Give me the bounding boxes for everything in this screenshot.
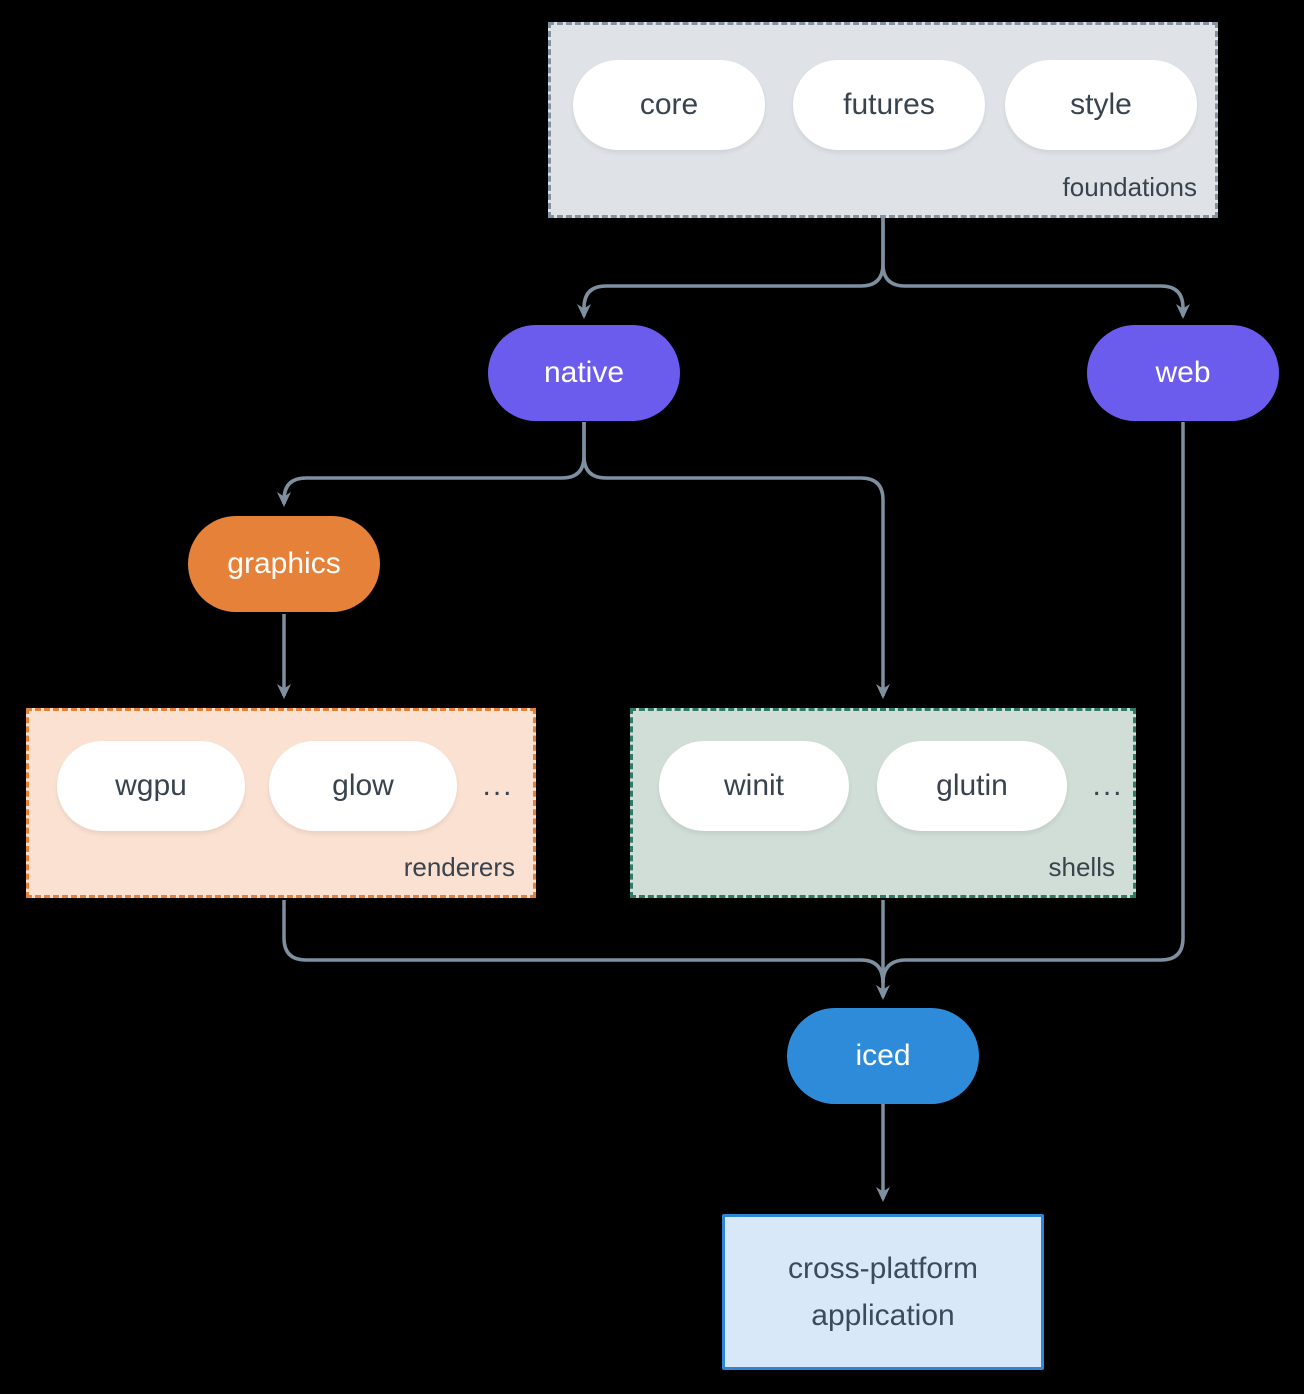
node-web-label: web bbox=[1155, 356, 1211, 389]
group-shells: winit glutin ... shells bbox=[630, 708, 1136, 898]
edge-native-graphics bbox=[277, 422, 586, 507]
group-renderers-label: renderers bbox=[403, 852, 515, 882]
node-core-label: core bbox=[639, 88, 699, 121]
edge-foundations-native bbox=[577, 218, 885, 319]
group-renderers: wgpu glow ... renderers bbox=[26, 708, 536, 898]
edge-foundations-web bbox=[881, 218, 1190, 319]
node-iced-label: iced bbox=[855, 1039, 911, 1072]
node-web: web bbox=[1087, 325, 1279, 421]
node-iced: iced bbox=[787, 1008, 979, 1104]
node-glow: glow bbox=[269, 741, 457, 831]
node-native-label: native bbox=[543, 356, 625, 389]
node-wgpu: wgpu bbox=[57, 741, 245, 831]
node-glow-label: glow bbox=[332, 769, 394, 802]
node-graphics-label: graphics bbox=[227, 547, 341, 580]
group-foundations: core futures style foundations bbox=[548, 22, 1218, 218]
renderers-ellipsis: ... bbox=[482, 769, 514, 802]
group-foundations-label: foundations bbox=[1062, 172, 1197, 202]
node-graphics: graphics bbox=[188, 516, 380, 612]
node-glutin: glutin bbox=[877, 741, 1067, 831]
node-winit: winit bbox=[659, 741, 849, 831]
node-style-label: style bbox=[1070, 88, 1132, 121]
node-application: cross-platform application bbox=[722, 1214, 1044, 1370]
node-winit-label: winit bbox=[723, 769, 784, 802]
node-native: native bbox=[488, 325, 680, 421]
node-style: style bbox=[1005, 60, 1197, 150]
node-futures: futures bbox=[793, 60, 985, 150]
edge-native-shells bbox=[582, 422, 890, 699]
edge-renderers-merge bbox=[282, 900, 885, 984]
edge-web-merge bbox=[881, 422, 1185, 984]
node-core: core bbox=[573, 60, 765, 150]
shells-ellipsis: ... bbox=[1092, 769, 1124, 802]
node-application-label: cross-platform application bbox=[787, 1252, 979, 1332]
group-shells-label: shells bbox=[1048, 852, 1115, 882]
node-wgpu-label: wgpu bbox=[115, 769, 187, 802]
node-glutin-label: glutin bbox=[936, 769, 1008, 802]
node-futures-label: futures bbox=[843, 88, 935, 121]
